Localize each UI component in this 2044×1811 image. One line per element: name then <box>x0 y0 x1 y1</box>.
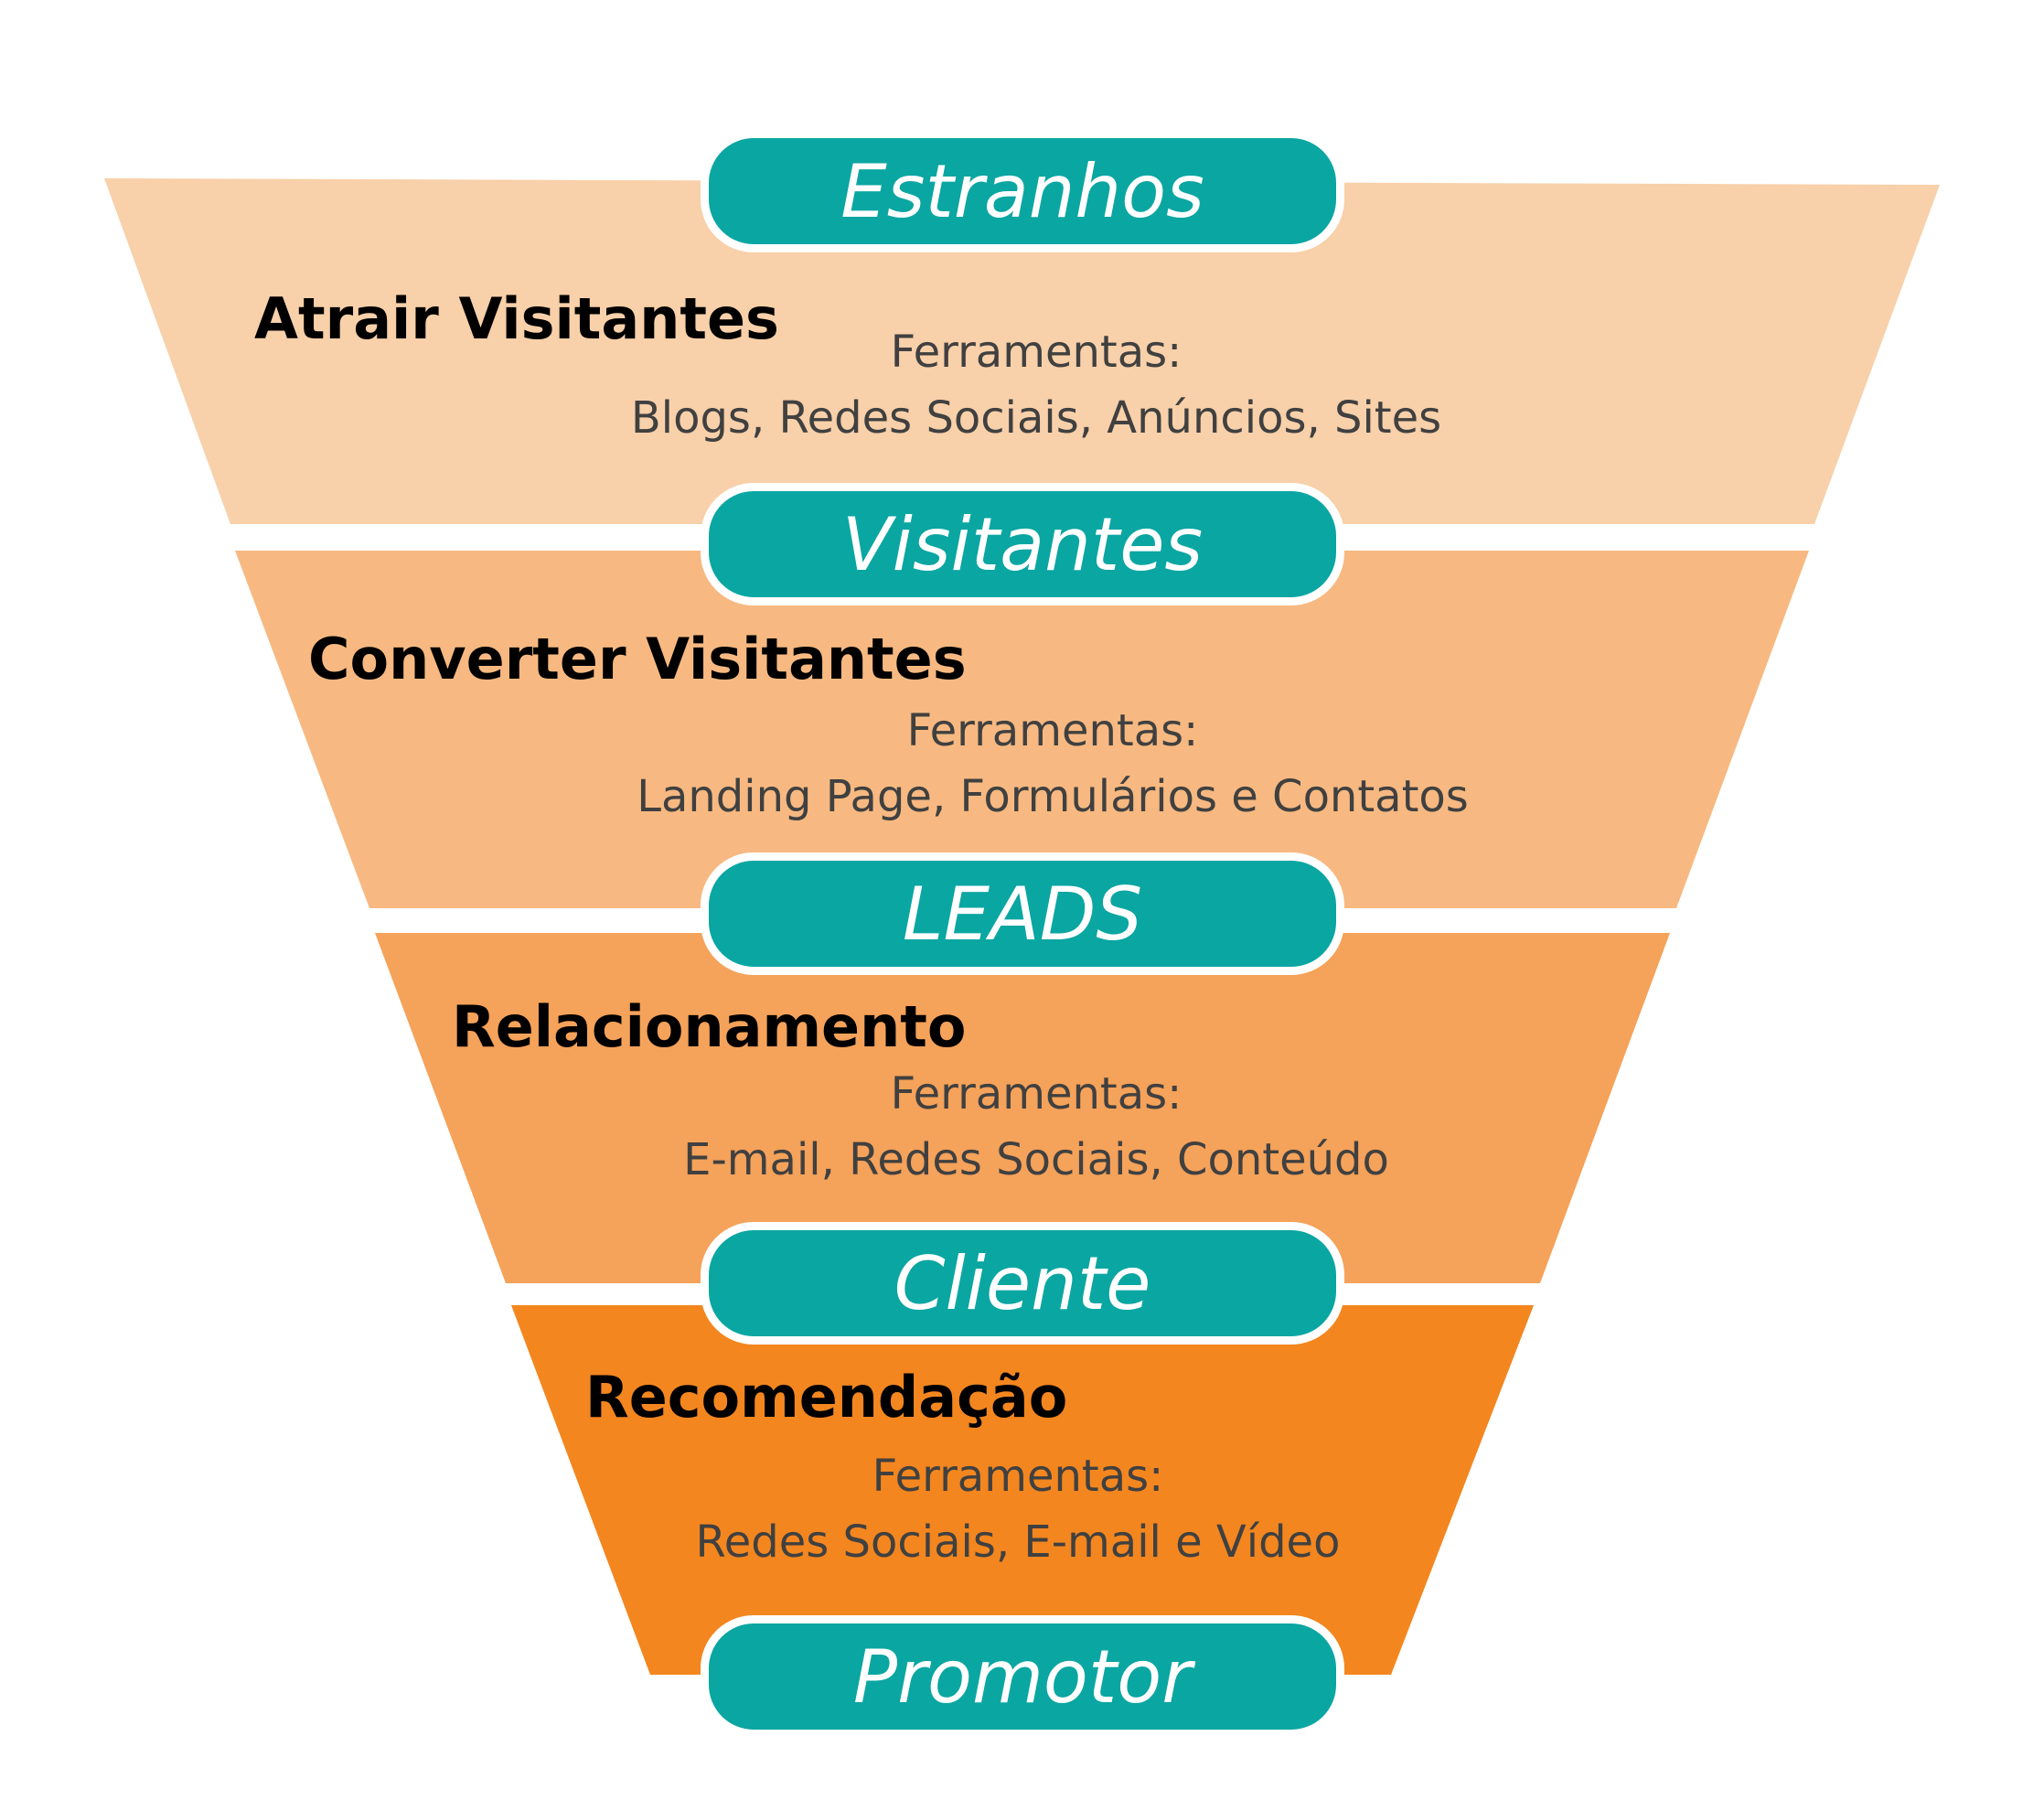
funnel-label-estranhos: Estranhos <box>701 130 1344 252</box>
stage-tools-list: Redes Sociais, E-mail e Vídeo <box>695 1516 1341 1568</box>
funnel-label-leads: LEADS <box>701 852 1344 975</box>
stage-tools-list: Blogs, Redes Sociais, Anúncios, Sites <box>630 392 1442 444</box>
stage-tools-label: Ferramentas: <box>872 1451 1164 1502</box>
stage-tools-label: Ferramentas: <box>906 705 1199 756</box>
funnel-label-visitantes: Visitantes <box>701 483 1344 605</box>
funnel-label-promotor: Promotor <box>701 1615 1344 1738</box>
stage-title-relacionamento: Relacionamento <box>452 993 967 1060</box>
funnel-band-4 <box>511 1305 1534 1675</box>
stage-tools-list: E-mail, Redes Sociais, Conteúdo <box>683 1134 1389 1185</box>
funnel-band-3 <box>375 933 1670 1283</box>
stage-tools-list: Landing Page, Formulários e Contatos <box>637 771 1469 822</box>
stage-tools-label: Ferramentas: <box>890 1068 1183 1120</box>
stage-title-converter-visitantes: Converter Visitantes <box>308 626 967 692</box>
funnel-label-cliente: Cliente <box>701 1222 1344 1345</box>
funnel-band-2 <box>235 551 1809 908</box>
stage-tools-label: Ferramentas: <box>890 327 1183 378</box>
funnel-band-1 <box>104 178 1940 524</box>
stage-title-atrair-visitantes: Atrair Visitantes <box>254 285 779 352</box>
stage-title-recomendacao: Recomendação <box>585 1364 1068 1431</box>
